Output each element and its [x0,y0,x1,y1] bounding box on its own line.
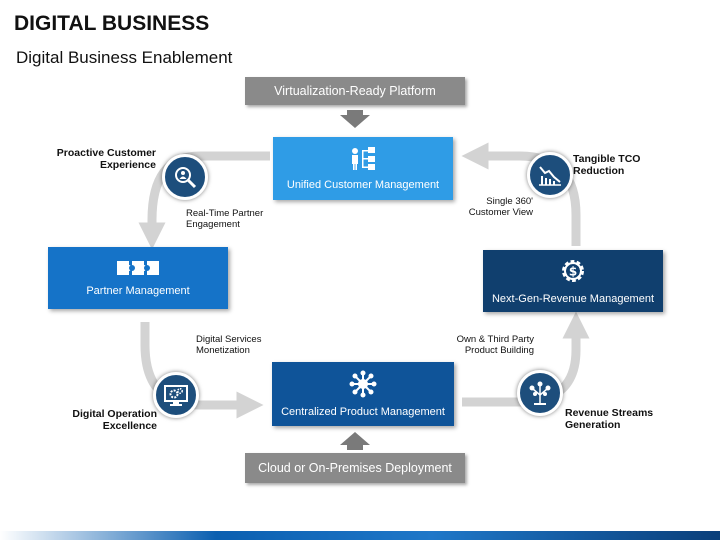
dollar-gear-icon: $ [562,260,584,282]
arrow-bottom-banner-up [340,432,370,450]
single-view-note: Single 360' Customer View [468,196,533,218]
network-hub-icon [349,370,377,398]
bottom-banner: Cloud or On-Premises Deployment [245,453,465,483]
tangible-tco-callout: Tangible TCO Reduction [573,153,641,177]
page-subtitle: Digital Business Enablement [16,48,233,67]
digital-operation-callout: Digital Operation Excellence [72,408,157,432]
centralized-product-management-label: Centralized Product Management [281,406,445,418]
gear-monitor-icon [164,385,188,406]
own-third-party-note: Own & Third Party Product Building [456,334,534,356]
page-title: DIGITAL BUSINESS [14,12,210,35]
unified-customer-management-box: Unified Customer Management [273,137,453,200]
digital-services-note: Digital Services Monetization [196,334,262,356]
hierarchy-icon [352,146,375,170]
next-gen-revenue-management-label: Next-Gen-Revenue Management [491,293,655,305]
next-gen-revenue-management-box: $ Next-Gen-Revenue Management [483,250,663,312]
money-tree-icon-circle [517,370,563,416]
proactive-customer-callout: Proactive Customer Experience [56,147,156,171]
revenue-streams-callout: Revenue Streams Generation [565,407,654,431]
chart-down-icon [539,166,561,186]
partner-management-label: Partner Management [86,285,190,297]
unified-customer-management-label: Unified Customer Management [286,178,440,191]
realtime-partner-note: Real-Time Partner Engagement [186,208,264,230]
arrow-top-banner-down [340,110,370,128]
footer-gradient-bar [0,531,720,540]
top-banner: Virtualization-Ready Platform [245,77,465,105]
puzzle-icon [117,261,159,275]
search-people-icon-circle [162,154,208,200]
chart-down-icon-circle [527,152,573,198]
centralized-product-management-box: Centralized Product Management [272,362,454,426]
money-tree-icon [529,381,551,405]
gear-monitor-icon-circle [153,372,199,418]
svg-text:$: $ [569,265,577,279]
partner-management-box: Partner Management [48,247,228,309]
search-people-icon [175,167,197,189]
